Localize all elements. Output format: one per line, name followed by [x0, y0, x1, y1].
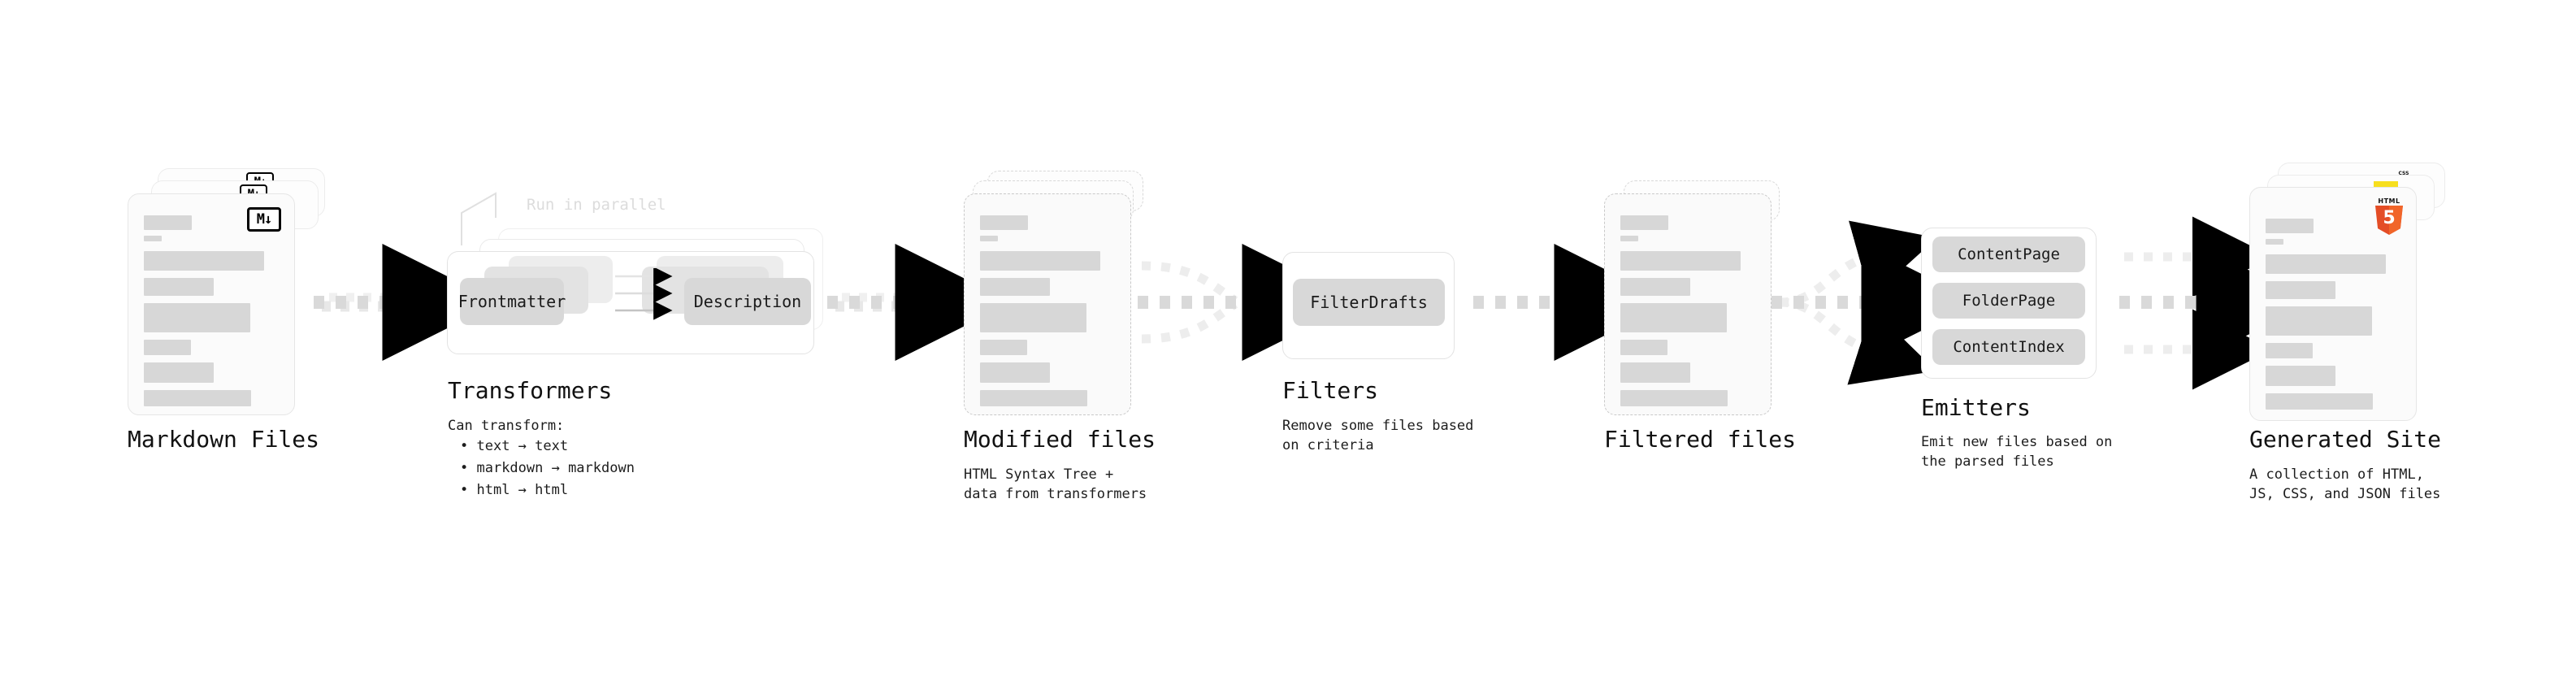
arrow-transformers-to-modified	[827, 244, 1013, 361]
doc-placeholder-lines	[980, 215, 1115, 412]
doc-placeholder-lines	[144, 215, 279, 412]
arrow-emitters-to-site	[2119, 216, 2314, 390]
html5-icon: HTML 5	[2374, 197, 2405, 235]
html5-number: 5	[2383, 208, 2396, 228]
emitters-chip-contentpage[interactable]: ContentPage	[1932, 236, 2085, 272]
bullet-text: html → html	[476, 482, 569, 498]
arrow-filtered-to-emitters	[1772, 220, 1979, 385]
stage-title-generated-site: Generated Site	[2249, 426, 2442, 453]
transformers-bullet-2: • markdown → markdown	[460, 460, 635, 476]
stage-title-modified: Modified files	[964, 426, 1156, 453]
modified-document-card	[964, 193, 1131, 415]
transformers-subtitle: Can transform:	[448, 418, 565, 434]
markdown-icon: M↓	[247, 207, 281, 232]
filters-subtitle: Remove some files based on criteria	[1282, 418, 1474, 453]
css-icon-label: CSS	[2398, 171, 2409, 176]
bullet-text: markdown → markdown	[476, 460, 635, 476]
stage-title-filters: Filters	[1282, 377, 1379, 404]
stage-title-markdown: Markdown Files	[128, 426, 320, 453]
filters-chip-filterdrafts[interactable]: FilterDrafts	[1293, 279, 1445, 326]
transformer-chip-description[interactable]: Description	[684, 278, 811, 325]
site-document-card: HTML 5	[2249, 187, 2417, 421]
transformers-bullet-3: • html → html	[460, 482, 569, 498]
modified-subtitle: HTML Syntax Tree + data from transformer…	[964, 466, 1147, 502]
transformer-chip-frontmatter[interactable]: Frontmatter	[458, 278, 566, 325]
stage-title-emitters: Emitters	[1921, 394, 2031, 421]
doc-placeholder-lines	[1620, 215, 1755, 412]
stage-title-filtered: Filtered files	[1604, 426, 1797, 453]
doc-placeholder-lines	[2266, 219, 2400, 415]
transformer-inner-arrows	[615, 268, 673, 320]
emitters-subtitle: Emit new files based on the parsed files	[1921, 434, 2113, 470]
transformers-bullet-1: • text → text	[460, 438, 569, 454]
arrow-modified-to-filters	[1138, 244, 1360, 361]
generated-site-subtitle: A collection of HTML, JS, CSS, and JSON …	[2249, 466, 2441, 502]
emitters-chip-contentindex[interactable]: ContentIndex	[1932, 329, 2085, 365]
html5-icon-label: HTML	[2378, 197, 2400, 205]
emitters-chip-folderpage[interactable]: FolderPage	[1932, 283, 2085, 319]
run-in-parallel-label: Run in parallel	[527, 196, 666, 214]
run-in-parallel-bracket	[461, 192, 497, 245]
arrow-markdown-to-transformers	[314, 244, 500, 361]
filtered-document-card	[1604, 193, 1772, 415]
stage-title-transformers: Transformers	[448, 377, 613, 404]
markdown-document-card: M↓	[128, 193, 295, 415]
bullet-text: text → text	[476, 438, 569, 454]
